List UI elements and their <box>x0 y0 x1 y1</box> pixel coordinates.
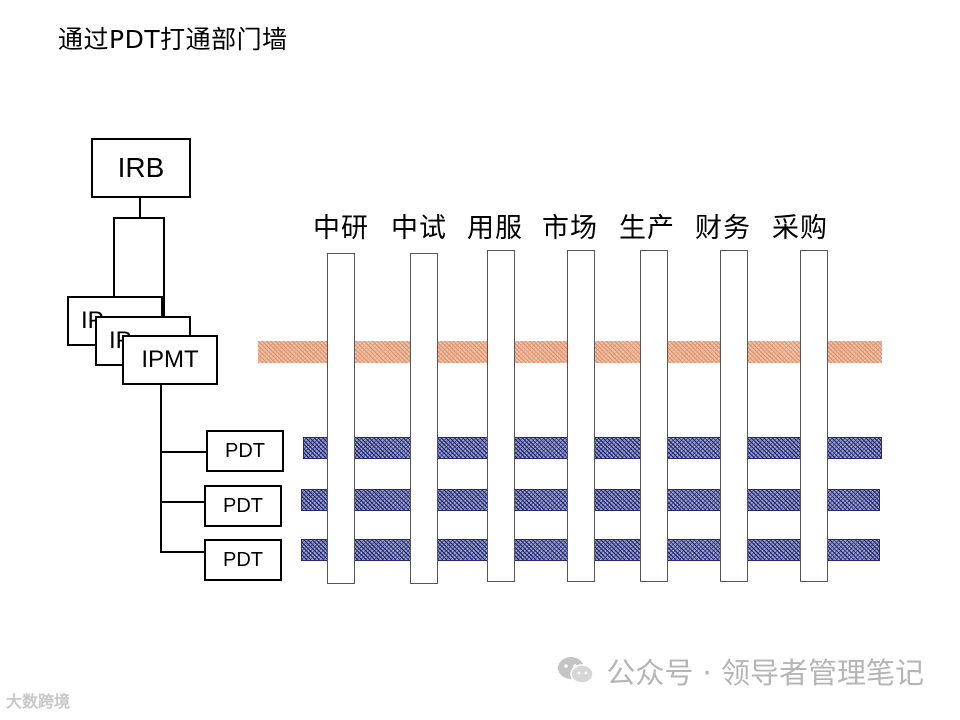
irb-label: IRB <box>117 152 165 183</box>
department-wall <box>640 250 668 582</box>
pdt-box: PDT <box>206 430 284 472</box>
connector <box>113 217 165 219</box>
department-wall <box>410 253 438 584</box>
wechat-icon <box>556 655 596 687</box>
pdt-box: PDT <box>204 485 282 527</box>
pdt-label: PDT <box>225 439 265 462</box>
department-wall <box>487 250 515 582</box>
pdt-label: PDT <box>223 548 263 571</box>
watermark: 公众号 · 领导者管理笔记 <box>556 650 924 692</box>
connector <box>163 217 165 317</box>
watermark-text: 公众号 · 领导者管理笔记 <box>606 656 924 690</box>
ipmt-box: IPMT <box>122 335 218 385</box>
page-title: 通过PDT打通部门墙 <box>58 25 288 54</box>
connector <box>160 384 162 552</box>
department-label: 用服 <box>467 213 523 244</box>
corner-watermark: 大数跨境 <box>6 692 71 711</box>
department-wall <box>567 250 595 582</box>
department-wall <box>720 250 748 582</box>
department-label: 中研 <box>313 213 369 244</box>
department-wall <box>327 253 355 584</box>
department-label: 中试 <box>391 213 447 244</box>
department-label: 采购 <box>772 213 828 244</box>
department-label: 市场 <box>542 213 598 244</box>
irb-box: IRB <box>91 138 191 198</box>
connector <box>160 551 206 553</box>
department-label: 生产 <box>619 213 675 244</box>
connector <box>160 451 208 453</box>
connector <box>113 217 115 297</box>
ipmt-label: IPMT <box>141 346 199 373</box>
connector <box>160 501 206 503</box>
pdt-label: PDT <box>223 494 263 517</box>
department-wall <box>800 250 828 582</box>
pdt-box: PDT <box>204 539 282 581</box>
connector <box>139 198 141 218</box>
department-label: 财务 <box>695 213 751 244</box>
